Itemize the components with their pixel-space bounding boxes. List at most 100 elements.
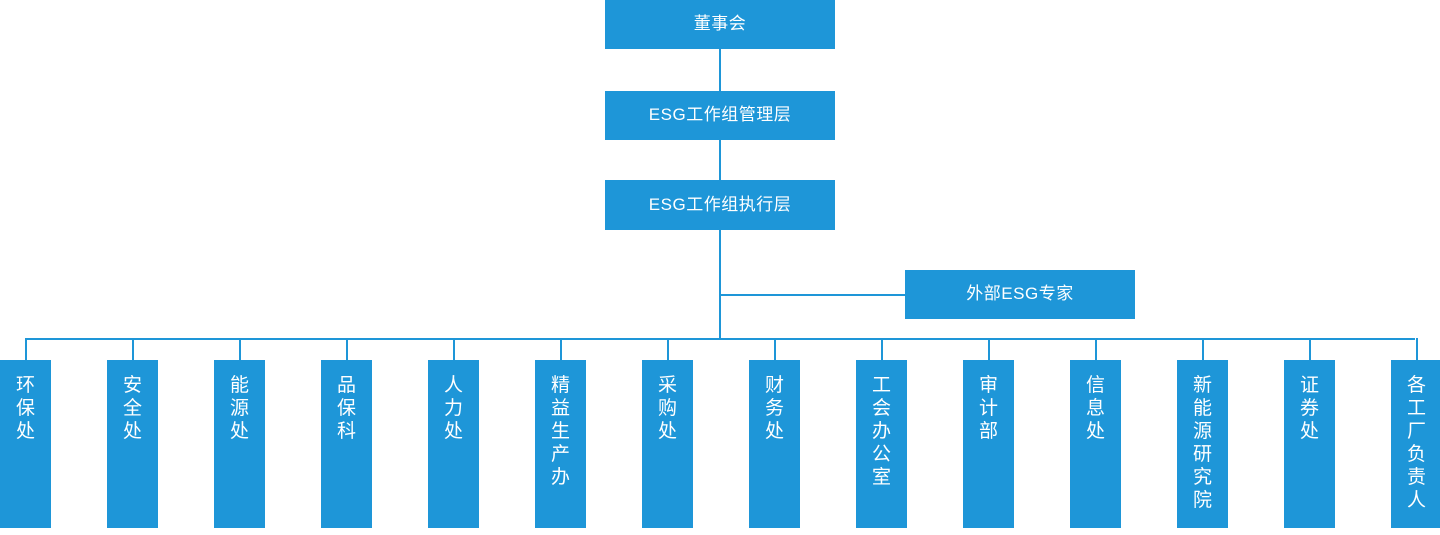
node-department[interactable]: 审计部 xyxy=(963,360,1014,528)
label-glyph: 处 xyxy=(443,421,463,442)
node-esg-execution-label: ESG工作组执行层 xyxy=(648,194,792,214)
label-glyph: 能 xyxy=(229,375,249,396)
node-esg-management[interactable]: ESG工作组管理层 xyxy=(605,91,835,140)
connector-bus-to-department xyxy=(1094,338,1097,360)
label-glyph: 品 xyxy=(336,375,356,396)
label-glyph: 部 xyxy=(978,421,998,442)
label-glyph: 生 xyxy=(550,421,570,442)
node-external-expert-label: 外部ESG专家 xyxy=(966,284,1074,304)
node-department[interactable]: 能源处 xyxy=(214,360,265,528)
connector-board-to-management xyxy=(719,49,721,91)
node-department-label: 证券处 xyxy=(1300,374,1319,443)
node-department-label: 人力处 xyxy=(444,374,463,443)
connector-bus-to-department xyxy=(773,338,776,360)
connector-bus-to-department xyxy=(666,338,669,360)
label-glyph: 处 xyxy=(229,421,249,442)
node-department-label: 精益生产办 xyxy=(551,374,570,489)
node-department[interactable]: 安全处 xyxy=(107,360,158,528)
label-glyph: 信 xyxy=(1085,375,1105,396)
node-department[interactable]: 财务处 xyxy=(749,360,800,528)
connector-management-to-execution xyxy=(719,140,721,180)
label-glyph: 工 xyxy=(1406,398,1426,419)
connector-department-bus xyxy=(25,338,1415,340)
label-glyph: 研 xyxy=(1192,444,1212,465)
label-glyph: 各 xyxy=(1406,375,1426,396)
node-department[interactable]: 环保处 xyxy=(0,360,51,528)
node-department-label: 工会办公室 xyxy=(872,374,891,489)
label-glyph: 人 xyxy=(443,375,463,396)
label-glyph: 源 xyxy=(229,398,249,419)
label-glyph: 息 xyxy=(1085,398,1105,419)
node-esg-management-label: ESG工作组管理层 xyxy=(648,105,792,125)
node-department-label: 信息处 xyxy=(1086,374,1105,443)
node-external-expert[interactable]: 外部ESG专家 xyxy=(905,270,1135,319)
label-glyph: 全 xyxy=(122,398,142,419)
node-department[interactable]: 信息处 xyxy=(1070,360,1121,528)
node-board[interactable]: 董事会 xyxy=(605,0,835,49)
node-department-label: 财务处 xyxy=(765,374,784,443)
label-glyph: 产 xyxy=(550,444,570,465)
label-glyph: 环 xyxy=(15,375,35,396)
label-glyph: 处 xyxy=(15,421,35,442)
label-glyph: 科 xyxy=(336,421,356,442)
connector-bus-to-department xyxy=(1308,338,1311,360)
label-glyph: 购 xyxy=(657,398,677,419)
label-glyph: 新 xyxy=(1192,375,1212,396)
node-department-label: 新能源研究院 xyxy=(1193,374,1212,512)
node-department-label: 安全处 xyxy=(123,374,142,443)
node-board-label: 董事会 xyxy=(693,14,747,34)
label-glyph: 责 xyxy=(1406,467,1426,488)
label-glyph: 办 xyxy=(871,421,891,442)
connector-bus-to-department xyxy=(1201,338,1204,360)
node-department-label: 审计部 xyxy=(979,374,998,443)
label-glyph: 精 xyxy=(550,375,570,396)
label-glyph: 会 xyxy=(871,398,891,419)
connector-bus-to-department xyxy=(559,338,562,360)
label-glyph: 人 xyxy=(1406,490,1426,511)
label-glyph: 计 xyxy=(978,398,998,419)
label-glyph: 厂 xyxy=(1406,421,1426,442)
label-glyph: 负 xyxy=(1406,444,1426,465)
node-department[interactable]: 工会办公室 xyxy=(856,360,907,528)
node-department[interactable]: 各工厂负责人 xyxy=(1391,360,1440,528)
connector-bus-to-department xyxy=(24,338,27,360)
label-glyph: 办 xyxy=(550,467,570,488)
label-glyph: 证 xyxy=(1299,375,1319,396)
label-glyph: 益 xyxy=(550,398,570,419)
connector-bus-to-department xyxy=(238,338,241,360)
node-department-label: 品保科 xyxy=(337,374,356,443)
node-department[interactable]: 精益生产办 xyxy=(535,360,586,528)
label-glyph: 工 xyxy=(871,375,891,396)
node-esg-execution[interactable]: ESG工作组执行层 xyxy=(605,180,835,230)
node-department[interactable]: 人力处 xyxy=(428,360,479,528)
node-department[interactable]: 品保科 xyxy=(321,360,372,528)
node-department-label: 能源处 xyxy=(230,374,249,443)
label-glyph: 室 xyxy=(871,467,891,488)
label-glyph: 能 xyxy=(1192,398,1212,419)
label-glyph: 力 xyxy=(443,398,463,419)
label-glyph: 处 xyxy=(1299,421,1319,442)
label-glyph: 审 xyxy=(978,375,998,396)
label-glyph: 处 xyxy=(764,421,784,442)
label-glyph: 究 xyxy=(1192,467,1212,488)
label-glyph: 保 xyxy=(15,398,35,419)
connector-bus-to-department xyxy=(880,338,883,360)
node-department[interactable]: 证券处 xyxy=(1284,360,1335,528)
label-glyph: 券 xyxy=(1299,398,1319,419)
connector-bus-to-department xyxy=(987,338,990,360)
node-department[interactable]: 新能源研究院 xyxy=(1177,360,1228,528)
node-department-label: 环保处 xyxy=(16,374,35,443)
node-department[interactable]: 采购处 xyxy=(642,360,693,528)
label-glyph: 源 xyxy=(1192,421,1212,442)
connector-trunk xyxy=(719,230,721,340)
connector-bus-to-department xyxy=(131,338,134,360)
label-glyph: 安 xyxy=(122,375,142,396)
connector-bus-to-department xyxy=(452,338,455,360)
label-glyph: 处 xyxy=(1085,421,1105,442)
label-glyph: 保 xyxy=(336,398,356,419)
node-department-label: 各工厂负责人 xyxy=(1407,374,1426,512)
label-glyph: 处 xyxy=(122,421,142,442)
label-glyph: 院 xyxy=(1192,490,1212,511)
label-glyph: 处 xyxy=(657,421,677,442)
